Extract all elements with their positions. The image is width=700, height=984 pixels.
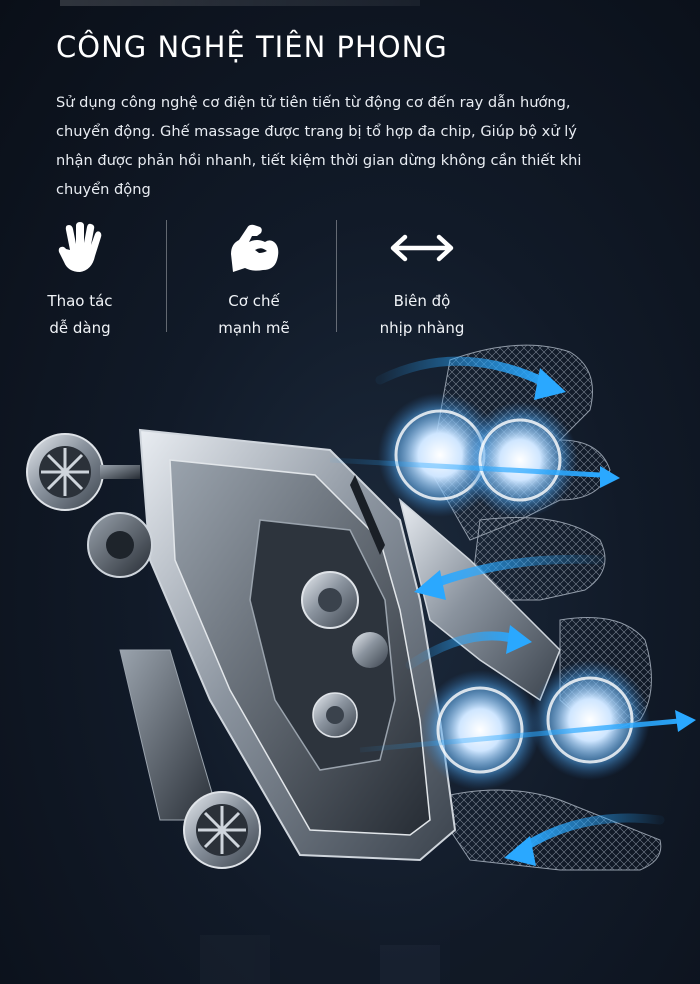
massage-frame — [87, 428, 561, 862]
feature-smooth-amplitude: Biên độ nhịp nhàng — [342, 218, 502, 337]
description-line: chuyển động — [56, 181, 151, 198]
feature-list: Thao tác dễ dàng Cơ chế mạnh mẽ — [0, 218, 520, 337]
wheel-top-left — [26, 433, 140, 511]
wheel-bottom-left — [183, 791, 261, 869]
massage-rollers — [378, 393, 650, 790]
description-line: chuyển động. Ghế massage được trang bị t… — [56, 123, 577, 140]
massage-mechanism-illustration — [0, 340, 700, 984]
hand-icon — [58, 220, 102, 278]
feature-label: Thao tác dễ dàng — [47, 292, 113, 337]
feature-label: Cơ chế mạnh mẽ — [218, 292, 290, 337]
muscle-arm-icon — [227, 220, 281, 278]
roller-wheels — [26, 433, 261, 869]
double-arrow-icon — [387, 220, 457, 278]
feature-divider — [336, 220, 337, 332]
motion-arrows — [329, 356, 696, 866]
mechanism-graphic — [26, 344, 696, 984]
feature-divider — [166, 220, 167, 332]
feature-easy-operation: Thao tác dễ dàng — [0, 218, 160, 337]
top-decor-strip — [60, 0, 420, 6]
section-description: Sử dụng công nghệ cơ điện tử tiên tiến t… — [56, 88, 656, 204]
description-line: Sử dụng công nghệ cơ điện tử tiên tiến t… — [56, 94, 571, 111]
section-title: CÔNG NGHỆ TIÊN PHONG — [56, 30, 448, 64]
feature-label: Biên độ nhịp nhàng — [379, 292, 465, 337]
feature-strong-mechanism: Cơ chế mạnh mẽ — [174, 218, 334, 337]
floor-blocks — [200, 920, 530, 984]
description-line: nhận được phản hồi nhanh, tiết kiệm thời… — [56, 152, 582, 169]
